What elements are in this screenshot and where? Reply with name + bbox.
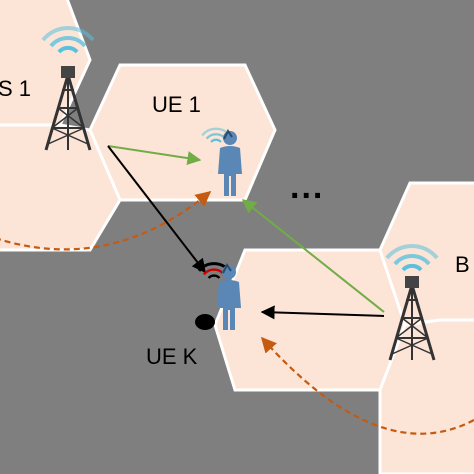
cell-uek bbox=[213, 248, 407, 392]
uek-label: UE K bbox=[146, 344, 198, 369]
desired-link-bs2-to-uek bbox=[260, 305, 385, 320]
interference-link-bs1-to-uek bbox=[107, 145, 206, 274]
dashed-link-bs2-to-uek bbox=[260, 336, 474, 435]
dashed-link-bs1-to-ue1 bbox=[0, 191, 212, 251]
ellipsis-label: ... bbox=[290, 168, 324, 206]
ue1-label: UE 1 bbox=[152, 92, 201, 117]
cell-left bbox=[0, 123, 122, 252]
bs2-label: B bbox=[455, 252, 470, 277]
desired-link-bs1-to-ue1 bbox=[107, 145, 202, 166]
uek-shadow-icon bbox=[195, 314, 215, 330]
interference-link-bs2-to-ue1 bbox=[241, 199, 385, 313]
cell-ue1 bbox=[88, 63, 277, 202]
bs1-label: S 1 bbox=[0, 76, 31, 101]
cell-bottom-right bbox=[378, 318, 474, 474]
